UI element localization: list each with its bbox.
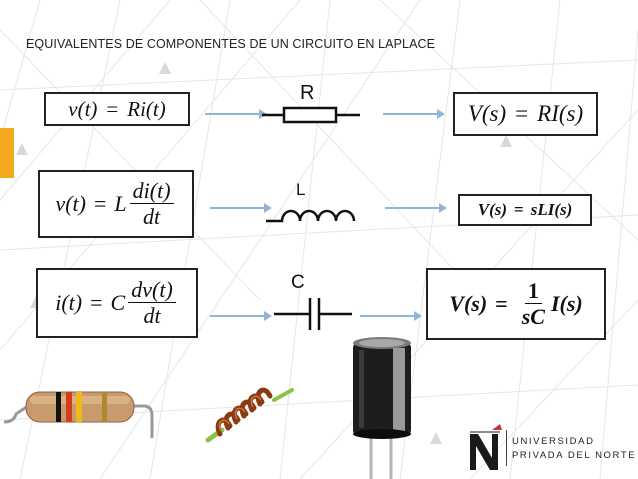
logo-divider	[506, 430, 507, 466]
fraction-numerator: di(t)	[129, 178, 174, 204]
time-equation-inductor: v(t) = L di(t) dt	[38, 170, 194, 238]
laplace-equation-inductor: V(s) = sLI(s)	[458, 194, 592, 226]
logo-line-1: UNIVERSIDAD	[512, 436, 595, 447]
eq-tail: I(s)	[550, 291, 583, 316]
eq-left: V(s)	[467, 101, 507, 126]
arrow-right-icon	[385, 203, 447, 213]
arrow-right-icon	[205, 109, 267, 119]
eq-left: V(s)	[449, 291, 488, 316]
university-logo-icon	[470, 424, 502, 470]
resistor-label: R	[300, 82, 315, 104]
arrow-right-icon	[210, 203, 272, 213]
laplace-equation-resistor: V(s) = RI(s)	[453, 92, 598, 136]
accent-bar	[0, 128, 14, 178]
eq-coef: C	[110, 290, 126, 315]
arrow-right-icon	[383, 109, 445, 119]
resistor-symbol-icon	[262, 106, 360, 124]
eq-coef: L	[114, 191, 127, 216]
arrow-right-icon	[210, 311, 272, 321]
capacitor-photo	[353, 337, 411, 479]
laplace-equation-capacitor: V(s) = 1 sC I(s)	[426, 268, 606, 340]
inductor-symbol-icon	[266, 209, 356, 223]
eq-left: v(t)	[68, 96, 98, 121]
fraction-numerator: 1	[524, 278, 542, 304]
eq-left: i(t)	[55, 290, 83, 315]
fraction-numerator: dv(t)	[128, 277, 176, 303]
eq-equals: =	[90, 290, 103, 315]
fraction-denominator: dt	[143, 203, 161, 229]
derivative-fraction: dv(t) dt	[128, 277, 176, 328]
university-logo: UNIVERSIDAD PRIVADA DEL NORTE	[466, 424, 636, 476]
time-equation-capacitor: i(t) = C dv(t) dt	[36, 268, 198, 338]
eq-equals: =	[515, 101, 529, 126]
capacitor-symbol-icon	[274, 298, 352, 330]
eq-equals: =	[106, 96, 119, 121]
eq-left: V(s)	[477, 200, 508, 219]
derivative-fraction: di(t) dt	[129, 178, 174, 229]
logo-line-2: PRIVADA DEL NORTE	[512, 450, 637, 461]
fraction-denominator: dt	[143, 302, 161, 328]
eq-right: RI(s)	[537, 101, 584, 126]
eq-right: sLI(s)	[530, 200, 573, 219]
laplace-fraction: 1 sC	[519, 278, 548, 329]
eq-equals: =	[514, 200, 524, 219]
capacitor-label: C	[291, 272, 305, 293]
eq-equals: =	[93, 191, 107, 216]
inductor-photo	[205, 387, 294, 443]
eq-left: v(t)	[55, 191, 86, 216]
resistor-photo	[4, 391, 154, 438]
time-equation-resistor: v(t) = Ri(t)	[44, 92, 190, 126]
inductor-label: L	[296, 180, 306, 199]
eq-equals: =	[495, 291, 508, 316]
eq-right: Ri(t)	[127, 96, 166, 121]
arrow-right-icon	[360, 311, 422, 321]
slide-title: EQUIVALENTES DE COMPONENTES DE UN CIRCUI…	[26, 37, 436, 51]
fraction-denominator: sC	[521, 303, 545, 329]
